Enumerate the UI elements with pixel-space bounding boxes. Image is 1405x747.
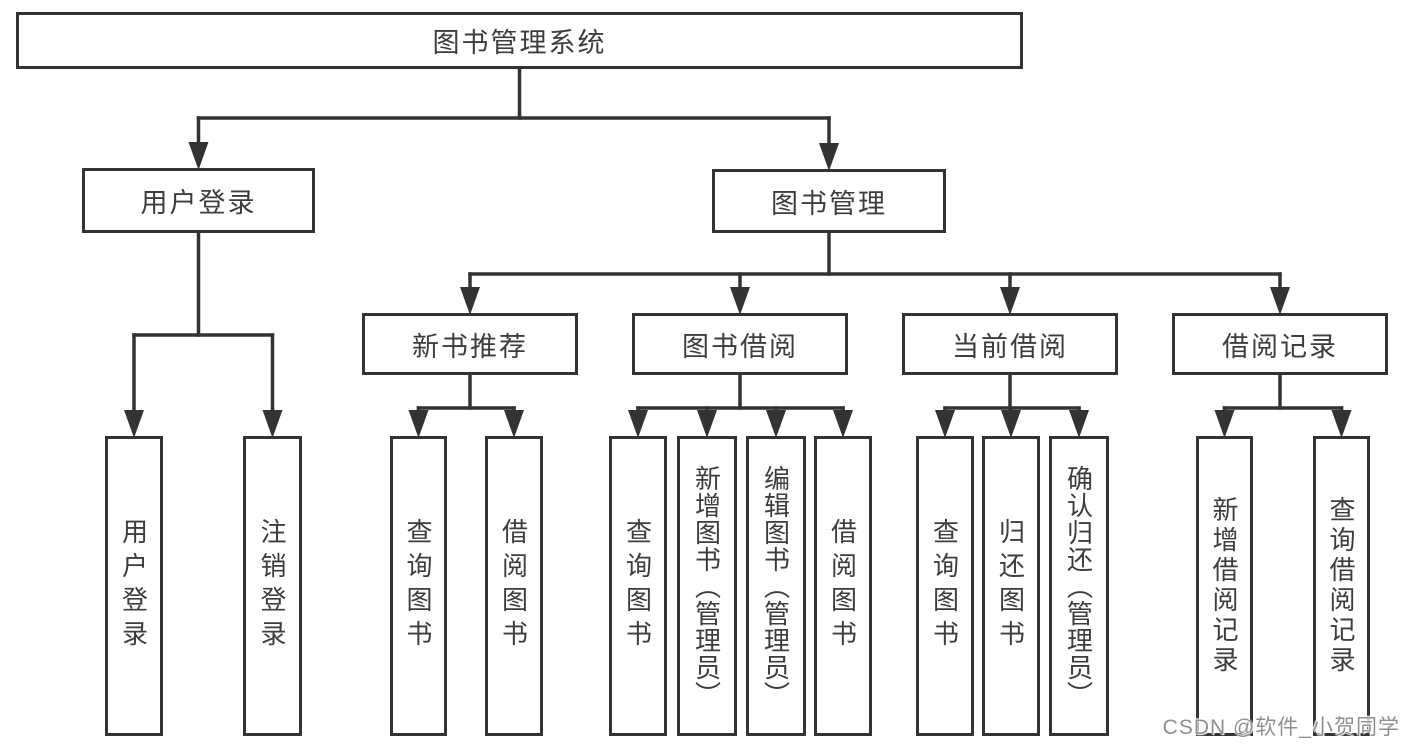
node-book-borrow-module: 图书借阅 — [632, 313, 848, 375]
node-label-leaf-query-book-1: 查询图书 — [403, 518, 433, 654]
node-user-login-module: 用户登录 — [82, 168, 315, 233]
arrowhead-user-login-module — [188, 142, 209, 170]
node-root: 图书管理系统 — [16, 12, 1023, 69]
node-leaf-confirm-return: 确认归还（管理员） — [1049, 436, 1109, 736]
node-label-root: 图书管理系统 — [432, 28, 607, 58]
arrowhead-leaf-query-book-3 — [935, 410, 955, 438]
node-book-mgmt-module: 图书管理 — [712, 169, 946, 233]
node-label-borrow-records-module: 借阅记录 — [1222, 331, 1338, 362]
arrowhead-leaf-add-borrow-record — [1214, 410, 1235, 438]
node-leaf-query-borrow-record: 查询借阅记录 — [1313, 436, 1370, 736]
arrowhead-leaf-confirm-return — [1069, 410, 1089, 438]
arrowhead-leaf-query-borrow-record — [1331, 410, 1352, 438]
node-leaf-query-book-3: 查询图书 — [916, 436, 974, 736]
node-label-leaf-query-book-2: 查询图书 — [622, 518, 653, 654]
arrowhead-new-book-rec-module — [460, 287, 480, 315]
node-label-leaf-return-book: 归还图书 — [995, 518, 1026, 654]
node-label-book-mgmt-module: 图书管理 — [771, 188, 887, 219]
node-label-leaf-add-borrow-record: 新增借阅记录 — [1209, 496, 1239, 676]
node-leaf-user-login: 用户登录 — [105, 436, 163, 736]
arrowhead-book-borrow-module — [730, 287, 750, 315]
node-label-new-book-rec-module: 新书推荐 — [412, 331, 528, 362]
node-leaf-return-book: 归还图书 — [982, 436, 1040, 736]
node-leaf-query-book-1: 查询图书 — [390, 436, 447, 736]
arrowhead-leaf-query-book-2 — [628, 410, 648, 438]
node-leaf-borrow-book-1: 借阅图书 — [485, 436, 543, 736]
node-leaf-add-book-admin: 新增图书（管理员） — [677, 436, 737, 736]
arrowhead-leaf-borrow-book-2 — [833, 410, 853, 438]
arrowhead-leaf-return-book — [1001, 410, 1021, 438]
watermark: CSDN @软件_小贺同学 — [1162, 716, 1400, 739]
node-label-leaf-borrow-book-1: 借阅图书 — [498, 518, 529, 654]
node-new-book-rec-module: 新书推荐 — [362, 313, 578, 375]
node-label-leaf-confirm-return: 确认归还（管理员） — [1063, 464, 1094, 708]
node-leaf-logout: 注销登录 — [243, 436, 302, 736]
node-label-user-login-module: 用户登录 — [140, 188, 257, 218]
node-borrow-records-module: 借阅记录 — [1172, 313, 1388, 375]
arrowhead-leaf-query-book-1 — [408, 410, 429, 438]
arrowhead-leaf-add-book-admin — [697, 410, 717, 438]
arrowhead-leaf-edit-book-admin — [766, 410, 786, 438]
node-label-leaf-user-login: 用户登录 — [118, 518, 149, 654]
arrowhead-current-borrow-module — [1000, 287, 1020, 315]
node-label-leaf-logout: 注销登录 — [257, 518, 287, 654]
node-leaf-add-borrow-record: 新增借阅记录 — [1196, 436, 1253, 736]
arrowhead-borrow-records-module — [1270, 287, 1290, 315]
node-label-leaf-edit-book-admin: 编辑图书（管理员） — [760, 464, 791, 708]
node-label-leaf-query-book-3: 查询图书 — [929, 518, 960, 654]
node-leaf-query-book-2: 查询图书 — [609, 436, 667, 736]
arrowhead-leaf-borrow-book-1 — [504, 410, 524, 438]
node-leaf-edit-book-admin: 编辑图书（管理员） — [746, 436, 806, 736]
node-label-leaf-query-borrow-record: 查询借阅记录 — [1326, 496, 1356, 676]
node-leaf-borrow-book-2: 借阅图书 — [814, 436, 872, 736]
arrowhead-leaf-user-login — [124, 410, 144, 438]
arrowhead-leaf-logout — [262, 410, 283, 438]
node-label-book-borrow-module: 图书借阅 — [682, 331, 798, 362]
node-current-borrow-module: 当前借阅 — [902, 313, 1118, 375]
arrowhead-book-mgmt-module — [819, 143, 839, 171]
node-label-leaf-add-book-admin: 新增图书（管理员） — [691, 464, 722, 708]
node-label-leaf-borrow-book-2: 借阅图书 — [827, 518, 858, 654]
node-label-current-borrow-module: 当前借阅 — [952, 331, 1068, 362]
